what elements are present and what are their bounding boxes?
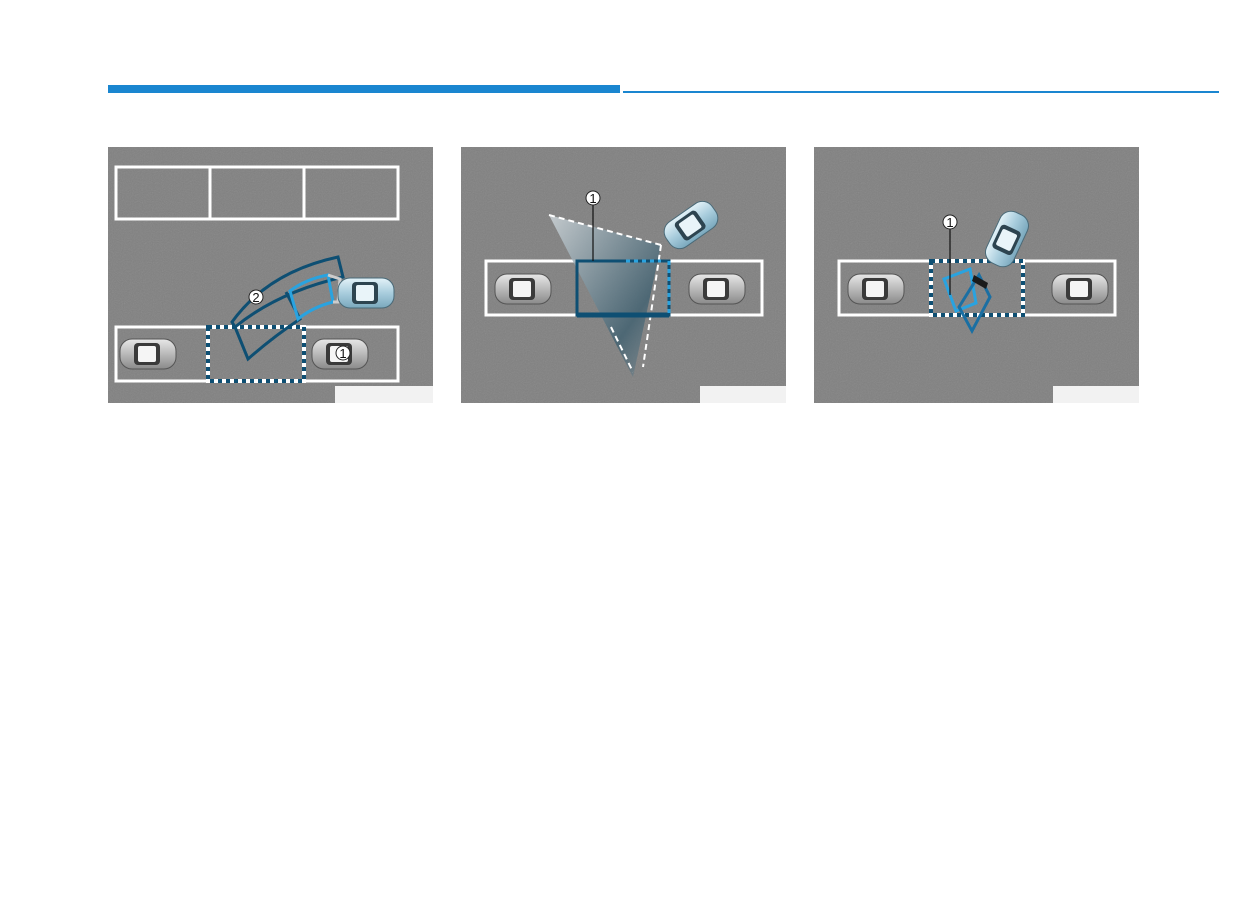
figure-3-code-box — [1053, 386, 1139, 403]
figure-2-code-box — [700, 386, 786, 403]
callout-1-label: 1 — [589, 191, 596, 206]
figure-reverse-parking-view: 1 — [461, 147, 786, 403]
header-rule-thick — [108, 85, 620, 93]
figure-3-illustration: 1 — [814, 147, 1139, 403]
figure-rear-bumper-guide: 1 — [814, 147, 1139, 403]
figure-2-illustration: 1 — [461, 147, 786, 403]
figure-1-illustration: 2 1 — [108, 147, 433, 403]
header-rule-thin — [623, 91, 1219, 93]
figure-1-code-box — [335, 386, 433, 403]
moving-car — [338, 278, 394, 308]
callout-2-label: 2 — [252, 290, 259, 305]
parked-car-left — [495, 274, 551, 304]
figure-parallel-parking-path: 2 1 — [108, 147, 433, 403]
callout-1-label: 1 — [339, 346, 346, 361]
parked-car-right — [689, 274, 745, 304]
callout-1-label: 1 — [946, 215, 953, 230]
parked-car-left — [848, 274, 904, 304]
parked-car-left — [120, 339, 176, 369]
parked-car-right — [1052, 274, 1108, 304]
